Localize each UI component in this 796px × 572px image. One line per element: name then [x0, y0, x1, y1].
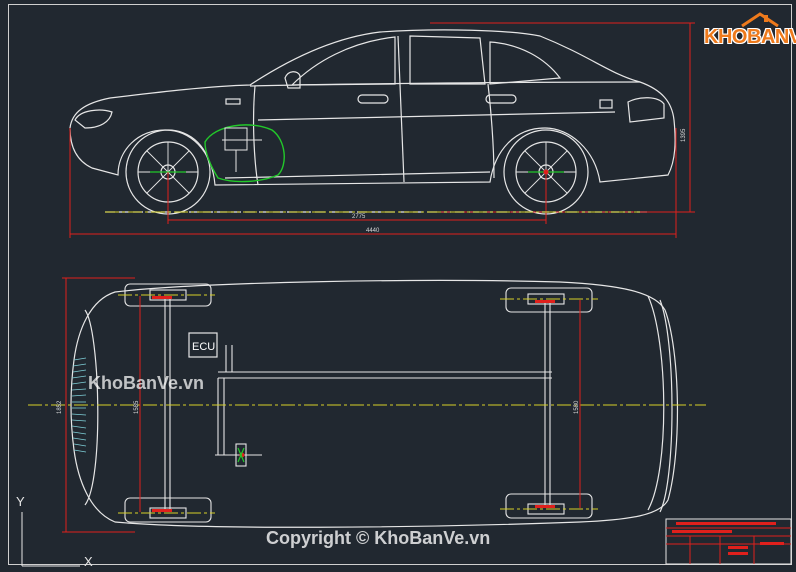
rear-window	[409, 35, 486, 85]
ucs-icon	[21, 512, 80, 567]
ecu-label: ECU	[192, 341, 215, 353]
quarter-window	[489, 41, 562, 85]
ucs-x-label: X	[84, 554, 93, 567]
side-mirror	[284, 71, 301, 89]
logo-roof-icon	[741, 12, 779, 28]
headlight	[74, 109, 113, 129]
rear-bumper	[659, 299, 673, 513]
site-logo[interactable]: KHOBANVE	[704, 26, 796, 48]
rear-left-tire	[505, 287, 593, 313]
front-window	[290, 36, 396, 86]
watermark-copyright: Copyright © KhoBanVe.vn	[266, 528, 491, 548]
door-line-front	[397, 35, 405, 183]
dim-overall-length: 4440	[366, 228, 380, 234]
top-body-outline	[70, 279, 679, 528]
watermark-middle: KhoBanVe.vn	[88, 373, 205, 393]
rear-door-handle	[485, 94, 517, 104]
windshield	[84, 309, 99, 506]
dim-front-width: 1852	[57, 400, 63, 414]
dim-front-track: 1585	[134, 400, 140, 414]
title-block	[665, 518, 792, 565]
front-door-handle	[357, 94, 389, 104]
top-dimensions	[62, 277, 581, 533]
ecu-box	[188, 332, 218, 358]
side-view	[69, 29, 676, 215]
taillight	[627, 97, 665, 123]
ucs-y-label: Y	[16, 494, 25, 509]
front-grille	[71, 357, 87, 453]
belt-line	[249, 81, 641, 87]
drawing-frame	[8, 4, 792, 565]
rear-marker	[599, 99, 613, 109]
top-view	[70, 279, 679, 528]
side-dimensions	[69, 22, 695, 238]
car-body-outline	[69, 29, 676, 186]
centerlines	[28, 211, 706, 514]
green-sensor-marks	[237, 447, 245, 463]
side-sill	[224, 171, 491, 179]
front-badge	[225, 98, 241, 105]
front-right-tire	[124, 497, 212, 523]
rear-right-tire	[505, 493, 593, 519]
dim-overall-height: 1395	[681, 128, 687, 142]
brake-actuator-outline	[204, 124, 285, 183]
door-line-rear	[252, 85, 259, 186]
brake-calipers	[152, 296, 555, 512]
title-block-marks	[672, 522, 784, 555]
top-chassis	[124, 283, 593, 523]
door-line-back	[487, 83, 495, 179]
brake-booster	[222, 127, 262, 172]
dim-wheelbase: 2775	[352, 214, 366, 220]
dim-rear-track: 1580	[574, 400, 580, 414]
side-crease	[257, 111, 616, 121]
rear-screen	[647, 295, 665, 511]
